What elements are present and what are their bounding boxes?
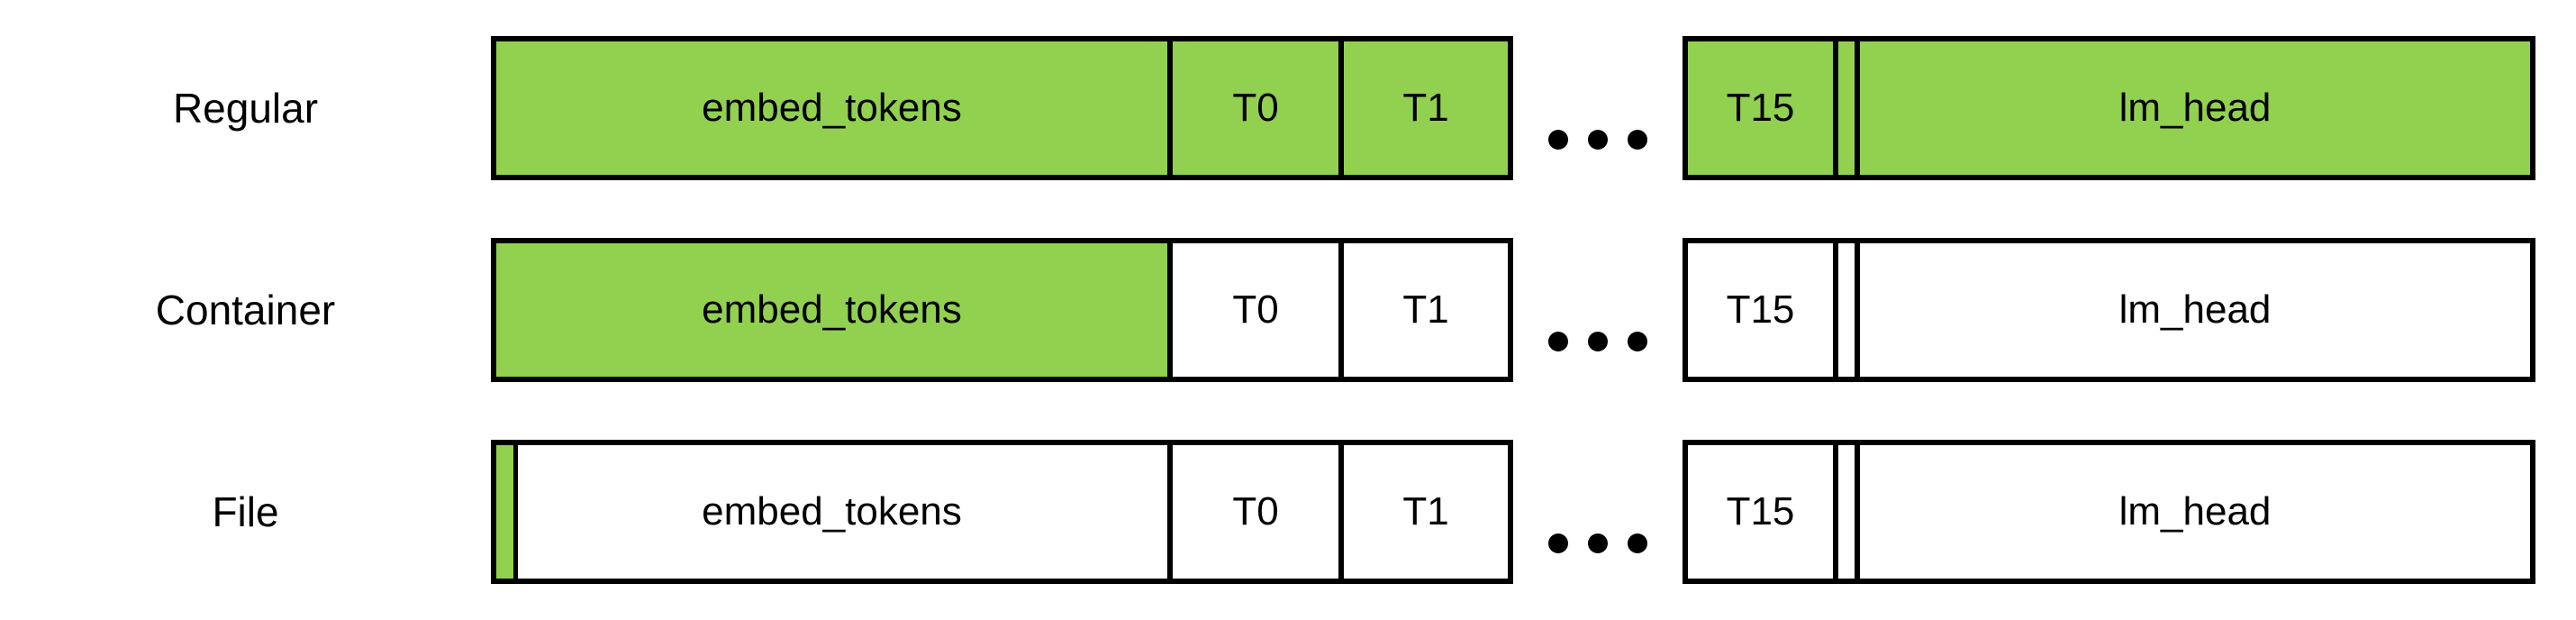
ellipsis-dot bbox=[1548, 130, 1568, 150]
segment-lm-head: lm_head bbox=[1855, 41, 2530, 175]
right-box-group: T15 lm_head bbox=[1683, 36, 2535, 180]
segment-t0: T0 bbox=[1167, 445, 1338, 579]
pipeline-boxes: embed_tokens T0 T1 T15 l bbox=[491, 36, 2535, 180]
segment-label: T0 bbox=[1232, 287, 1279, 332]
segment-t15: T15 bbox=[1688, 41, 1833, 175]
segment-label: lm_head bbox=[2118, 287, 2272, 332]
segment-label: lm_head bbox=[2118, 489, 2272, 533]
segment-label: T15 bbox=[1726, 86, 1795, 130]
thin-unlabeled-segment bbox=[1833, 243, 1855, 377]
segment-t1: T1 bbox=[1338, 243, 1508, 377]
segment-t1: T1 bbox=[1338, 445, 1508, 579]
partial-loaded-sliver bbox=[496, 445, 518, 579]
ellipsis-dot bbox=[1588, 533, 1608, 553]
segment-label: embed_tokens bbox=[702, 287, 962, 332]
ellipsis-dot bbox=[1588, 332, 1608, 351]
segment-t1: T1 bbox=[1338, 41, 1508, 175]
right-box-group: T15 lm_head bbox=[1683, 238, 2535, 382]
ellipsis-dots bbox=[1513, 238, 1683, 382]
segment-lm-head: lm_head bbox=[1855, 243, 2530, 377]
left-box-group: embed_tokens T0 T1 bbox=[491, 36, 1513, 180]
right-box-group: T15 lm_head bbox=[1683, 440, 2535, 584]
model-loading-diagram: Regular embed_tokens T0 T1 bbox=[0, 36, 2576, 584]
segment-label: T0 bbox=[1232, 489, 1279, 533]
segment-label: T1 bbox=[1402, 86, 1449, 130]
segment-embed-tokens: embed_tokens bbox=[496, 243, 1167, 377]
thin-unlabeled-segment bbox=[1833, 41, 1855, 175]
ellipsis-dot bbox=[1548, 332, 1568, 351]
ellipsis-dot bbox=[1628, 533, 1647, 553]
segment-t15: T15 bbox=[1688, 243, 1833, 377]
ellipsis-dot bbox=[1588, 130, 1608, 150]
pipeline-boxes: embed_tokens T0 T1 T15 l bbox=[491, 440, 2535, 584]
segment-lm-head: lm_head bbox=[1855, 445, 2530, 579]
pipeline-boxes: embed_tokens T0 T1 T15 l bbox=[491, 238, 2535, 382]
left-box-group: embed_tokens T0 T1 bbox=[491, 440, 1513, 584]
thin-unlabeled-segment bbox=[1833, 445, 1855, 579]
ellipsis-dot bbox=[1628, 332, 1647, 351]
segment-t0: T0 bbox=[1167, 41, 1338, 175]
segment-embed-tokens: embed_tokens bbox=[496, 41, 1167, 175]
segment-t15: T15 bbox=[1688, 445, 1833, 579]
segment-label: embed_tokens bbox=[702, 86, 962, 130]
segment-label: T1 bbox=[1402, 489, 1449, 533]
segment-label: embed_tokens bbox=[702, 489, 962, 533]
segment-label: T1 bbox=[1402, 287, 1449, 332]
row-label: Regular bbox=[172, 85, 319, 132]
segment-label: T15 bbox=[1726, 287, 1795, 332]
segment-t0: T0 bbox=[1167, 243, 1338, 377]
ellipsis-dots bbox=[1513, 36, 1683, 180]
row-regular: Regular embed_tokens T0 T1 bbox=[0, 36, 2576, 180]
segment-label: lm_head bbox=[2118, 86, 2272, 130]
row-label: File bbox=[212, 488, 279, 535]
segment-embed-tokens: embed_tokens bbox=[496, 445, 1167, 579]
segment-label: T0 bbox=[1232, 86, 1279, 130]
ellipsis-dots bbox=[1513, 440, 1683, 584]
left-box-group: embed_tokens T0 T1 bbox=[491, 238, 1513, 382]
row-container: Container embed_tokens T0 T1 bbox=[0, 238, 2576, 382]
ellipsis-dot bbox=[1628, 130, 1647, 150]
segment-label: T15 bbox=[1726, 489, 1795, 533]
row-file: File embed_tokens T0 T1 bbox=[0, 440, 2576, 584]
row-label: Container bbox=[155, 287, 336, 333]
ellipsis-dot bbox=[1548, 533, 1568, 553]
